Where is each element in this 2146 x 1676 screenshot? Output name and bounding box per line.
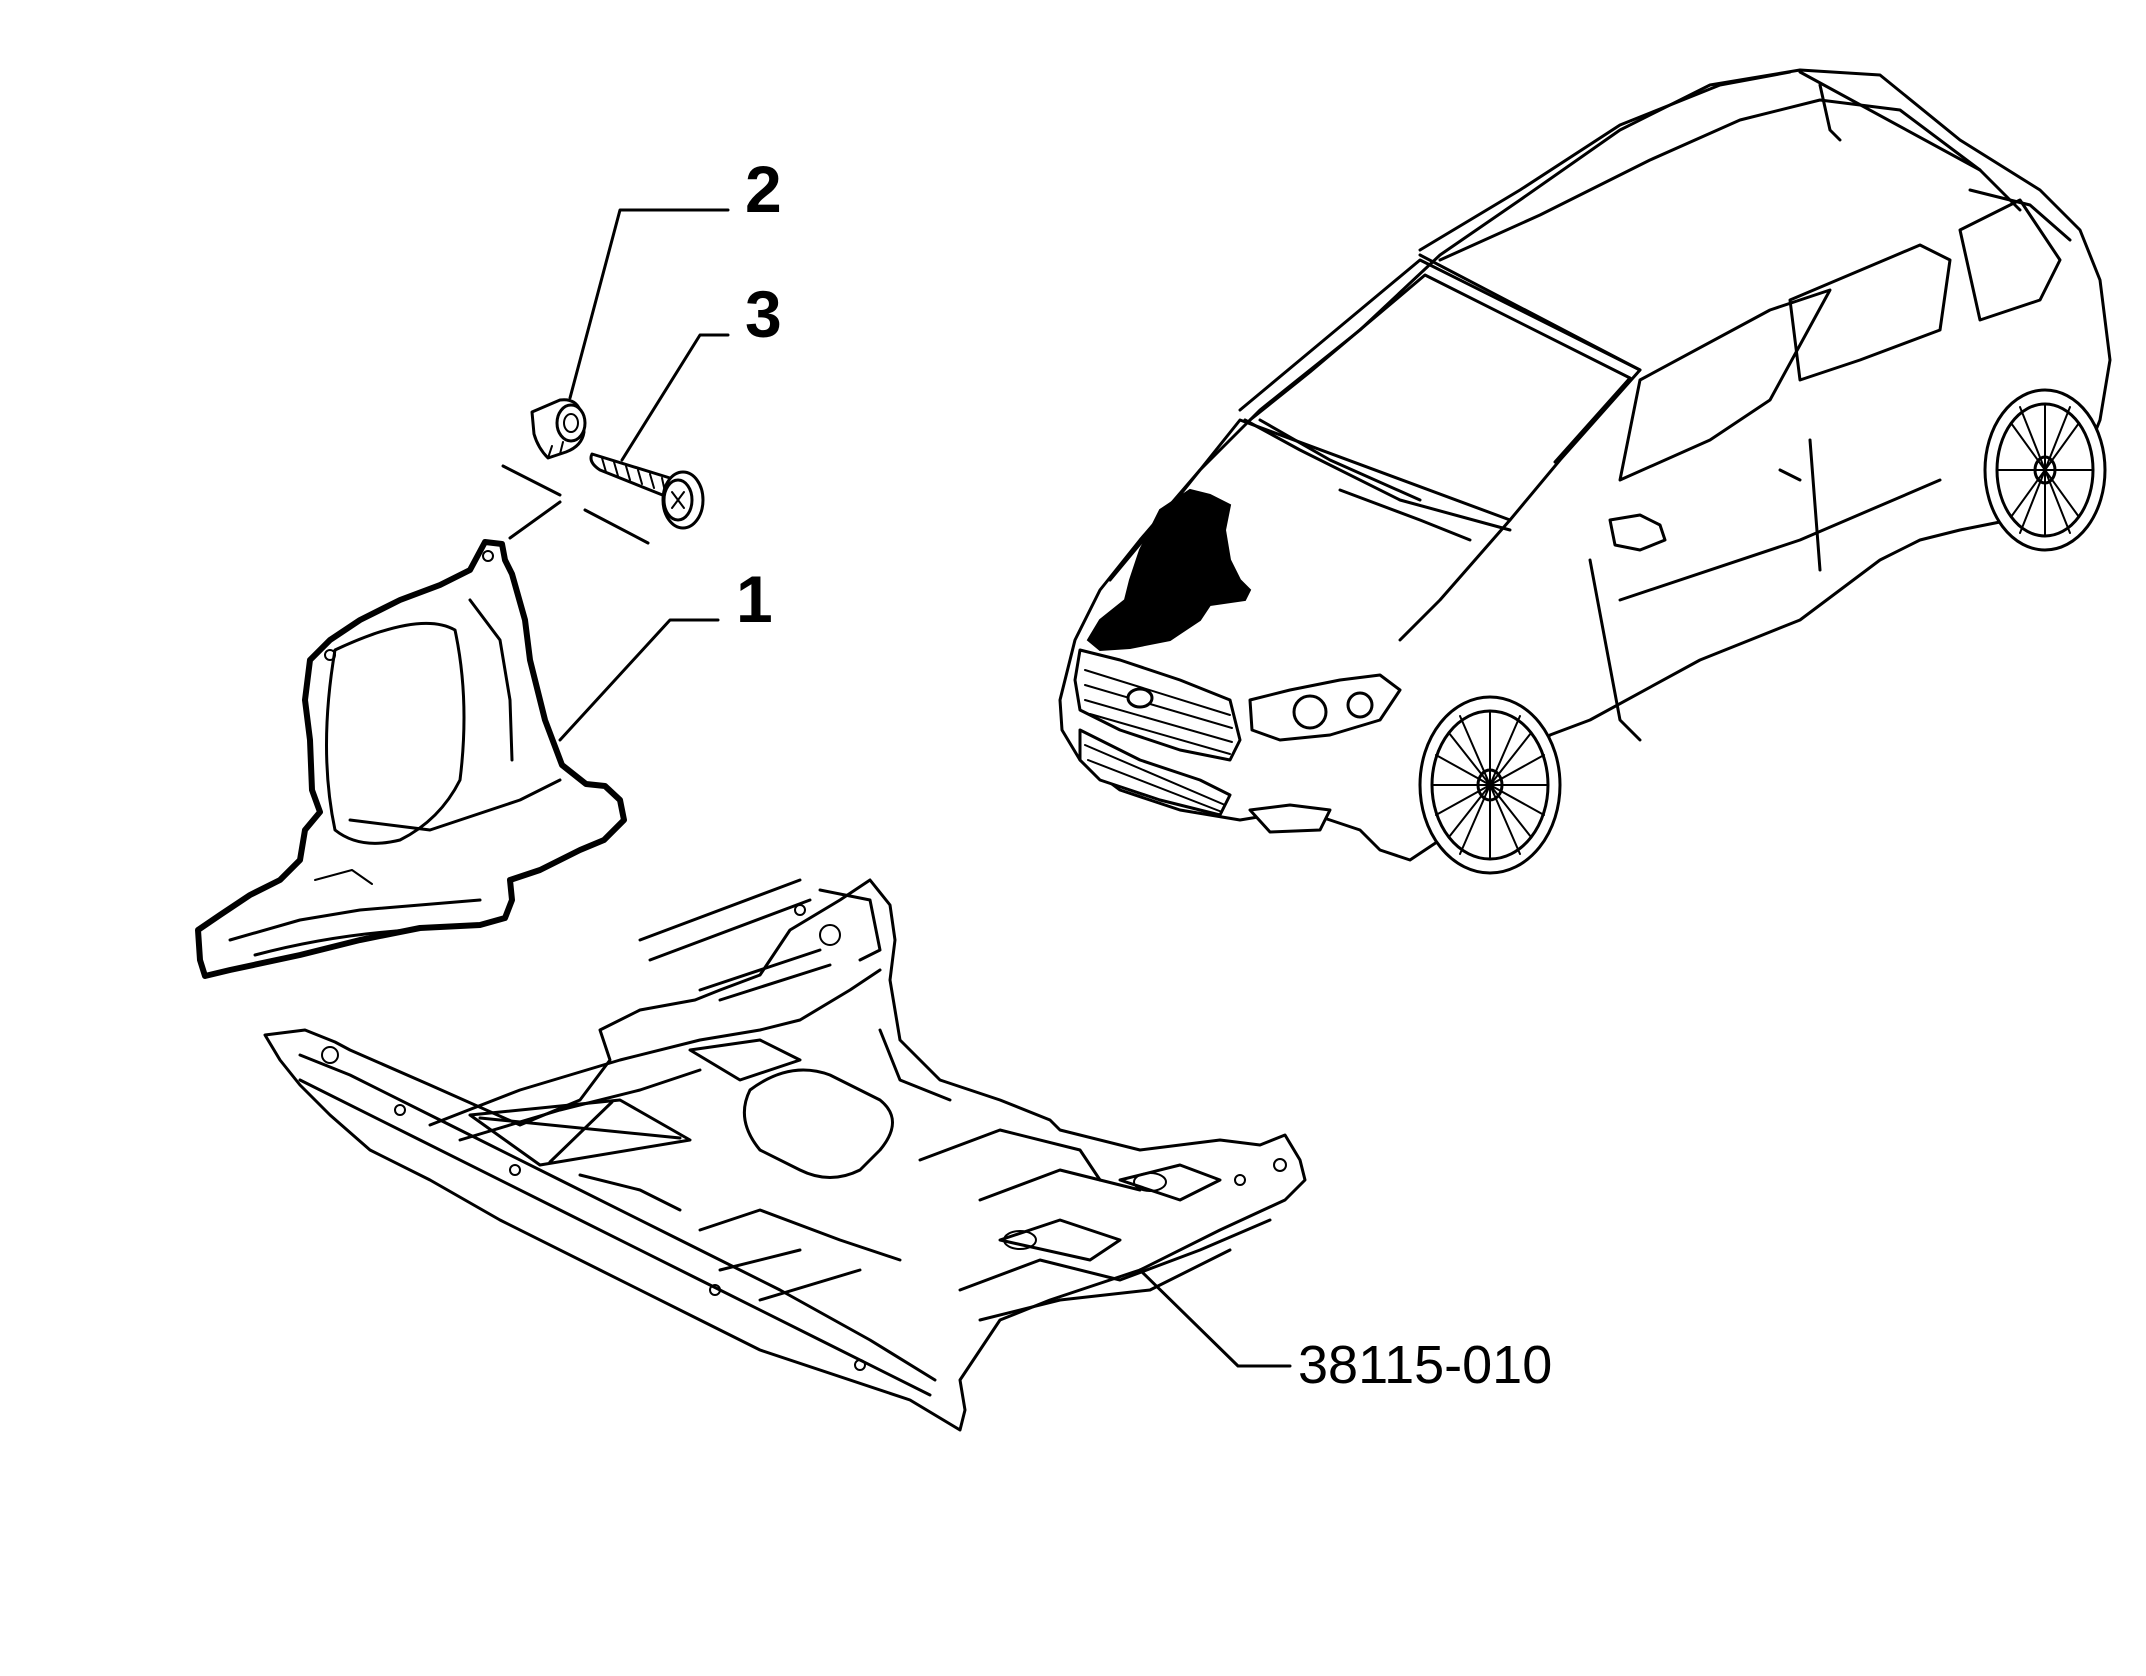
highlighted-shield xyxy=(1086,488,1252,652)
leader-lines xyxy=(558,208,1292,1368)
engine-side-shield xyxy=(195,539,627,979)
hatchback-car xyxy=(1058,68,2112,875)
underbody-tray xyxy=(263,878,1307,1432)
callout-part-1: 1 xyxy=(736,562,773,636)
callout-part-3: 3 xyxy=(745,277,782,351)
screw-icon xyxy=(589,452,705,530)
reference-code: 38115-010 xyxy=(1298,1335,1552,1395)
callout-part-2: 2 xyxy=(745,152,782,226)
plug-icon xyxy=(530,398,587,460)
section-lines xyxy=(501,464,650,545)
